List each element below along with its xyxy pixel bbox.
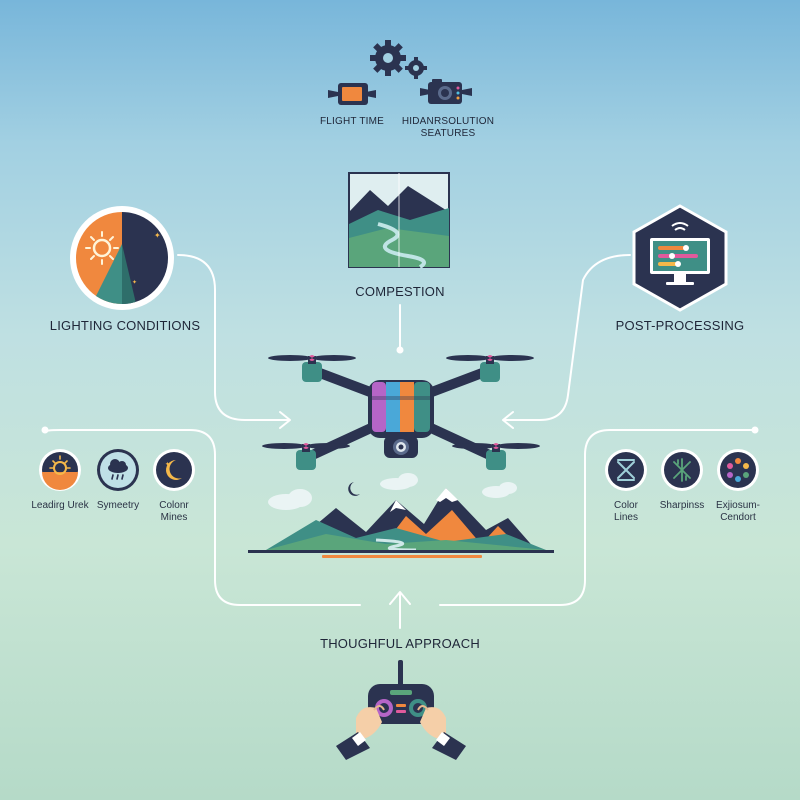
lighting-conditions-label: LIGHTING CONDITIONS bbox=[49, 318, 201, 333]
color-lines-left-line1: Colonr bbox=[159, 500, 189, 511]
mountain-landscape-illustration bbox=[248, 473, 554, 558]
sharpness-label: Sharpinss bbox=[659, 500, 705, 511]
thoughtful-approach-label: THOUGHFUL APPROACH bbox=[320, 636, 480, 651]
sun-icon bbox=[39, 449, 81, 491]
sharpness-icon bbox=[661, 449, 703, 491]
svg-text:✦: ✦ bbox=[165, 461, 170, 468]
moon-icon: ✦ bbox=[153, 449, 195, 491]
exposure-contrast-label: Exjiosum- Cendort bbox=[698, 500, 778, 524]
symmetry-label: Symeetry bbox=[96, 500, 140, 511]
color-lines-right-line2: Lines bbox=[614, 512, 638, 523]
hires-features-label: HIDANRSOLUTION SEATURES bbox=[400, 116, 496, 140]
color-lines-label-right: Color Lines bbox=[586, 500, 666, 524]
hires-features-line2: SEATURES bbox=[420, 128, 476, 139]
exposure-contrast-line1: Exjiosum- bbox=[716, 500, 760, 511]
gears-icon bbox=[370, 40, 427, 79]
day-night-icon: ✦ ✦ bbox=[70, 206, 174, 310]
flight-time-label: FLIGHT TIME bbox=[319, 116, 385, 127]
color-lines-right-line1: Color bbox=[614, 500, 638, 511]
drone-illustration bbox=[262, 355, 540, 470]
post-processing-label: POST-PROCESSING bbox=[615, 318, 745, 333]
cross-lines-icon bbox=[605, 449, 647, 491]
post-processing-monitor-icon bbox=[632, 204, 728, 312]
cloud-rain-icon bbox=[97, 449, 139, 491]
remote-controller-icon bbox=[336, 660, 466, 760]
composition-label: COMPESTION bbox=[355, 284, 445, 299]
camera-icon bbox=[420, 79, 472, 104]
hires-features-line1: HIDANRSOLUTION bbox=[401, 116, 495, 127]
svg-text:✦: ✦ bbox=[132, 279, 137, 286]
exposure-contrast-line2: Cendort bbox=[720, 512, 756, 523]
leading-lines-label: Leadirg Urek bbox=[31, 500, 89, 511]
color-lines-left-line2: Mines bbox=[160, 512, 188, 523]
battery-icon bbox=[328, 83, 376, 105]
composition-landscape-icon bbox=[348, 172, 450, 269]
svg-text:✦: ✦ bbox=[154, 231, 161, 240]
color-lines-label-left: Colonr Mines bbox=[134, 500, 214, 524]
color-wheel-icon bbox=[717, 449, 759, 491]
